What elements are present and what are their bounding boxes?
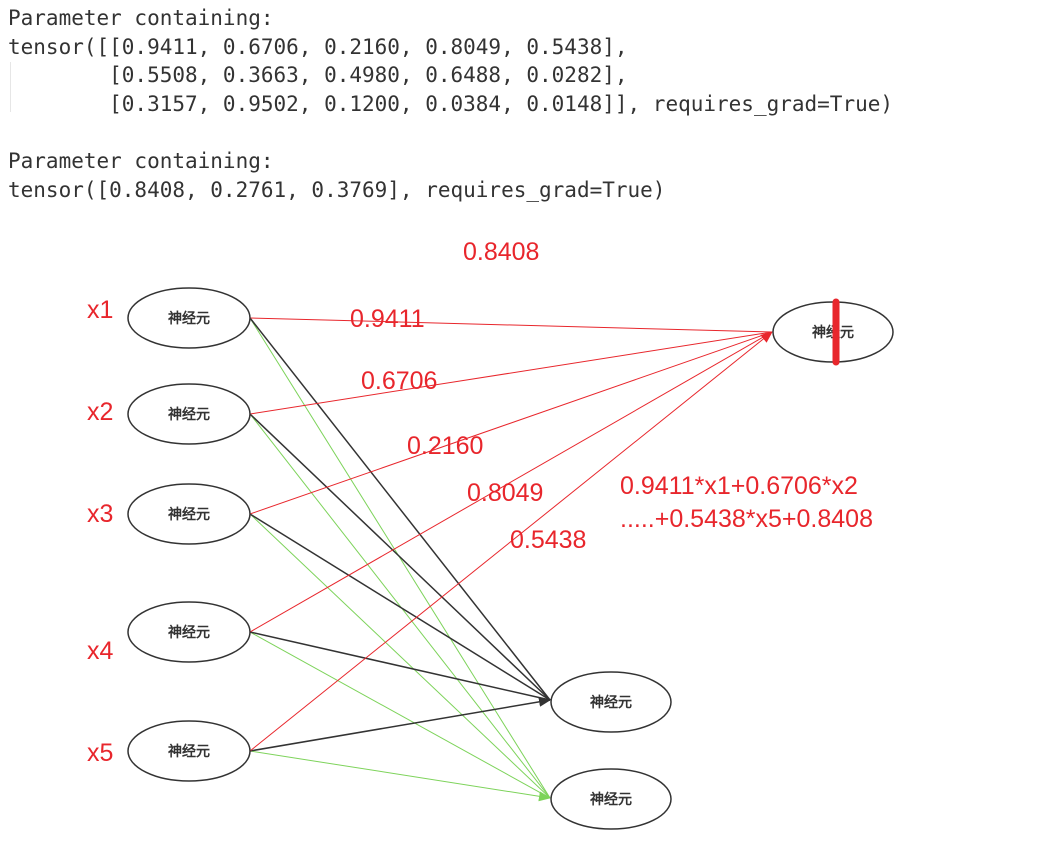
- input-label-x3: x3: [87, 500, 113, 528]
- weight-tensor-output: Parameter containing: tensor([[0.9411, 0…: [8, 6, 894, 116]
- formula-line-1: 0.9411*x1+0.6706*x2: [620, 472, 858, 500]
- edge-x5-to-output-3: [249, 750, 551, 802]
- edge-x4-to-output-1: [249, 331, 773, 633]
- input-label-x4: x4: [87, 637, 114, 665]
- code-gutter-mark: [10, 62, 11, 112]
- formula-line-2: .....+0.5438*x5+0.8408: [620, 505, 873, 533]
- edge-x4-to-output-3: [249, 631, 551, 799]
- input-neuron-x2: 神经元: [127, 383, 251, 445]
- edge-x5-to-output-2: [249, 696, 551, 752]
- neuron-label: 神经元: [590, 791, 632, 808]
- connections-to-output-1: [249, 317, 773, 752]
- neuron-label: 神经元: [168, 624, 210, 641]
- neuron-label: 神经元: [168, 506, 210, 523]
- input-label-x2: x2: [87, 398, 113, 426]
- edge-x3-to-output-1: [249, 331, 773, 515]
- weight-label-2: 0.6706: [361, 367, 437, 395]
- edge-x3-to-output-2: [249, 513, 551, 701]
- neuron-label: 神经元: [168, 310, 210, 327]
- connections-to-output-2: [249, 317, 551, 752]
- weight-label-5: 0.5438: [510, 526, 586, 554]
- input-neuron-x3: 神经元: [127, 483, 251, 545]
- edge-x4-to-output-2: [249, 631, 551, 701]
- edge-x1-to-output-1: [249, 317, 773, 333]
- weight-label-3: 0.2160: [407, 432, 483, 460]
- input-label-x5: x5: [87, 739, 113, 767]
- neuron-label: 神经元: [168, 743, 210, 760]
- edge-x5-to-output-1: [249, 331, 773, 752]
- neuron-label: 神经元: [168, 406, 210, 423]
- output-neuron-2: 神经元: [550, 671, 672, 733]
- input-label-x1: x1: [87, 296, 113, 324]
- input-neuron-x5: 神经元: [127, 720, 251, 782]
- output-neuron-1: 神经元: [772, 298, 894, 366]
- input-neuron-x4: 神经元: [127, 601, 251, 663]
- edge-x2-to-output-1: [249, 331, 773, 415]
- edge-x2-to-output-2: [249, 413, 551, 701]
- edge-x3-to-output-3: [249, 513, 551, 799]
- bias-tensor-output: Parameter containing: tensor([0.8408, 0.…: [8, 149, 666, 202]
- weight-label-1: 0.9411: [350, 305, 425, 333]
- edge-x2-to-output-3: [249, 413, 551, 799]
- weight-label-4: 0.8049: [467, 479, 543, 507]
- edge-x1-to-output-2: [249, 317, 551, 701]
- input-neuron-x1: 神经元: [127, 287, 251, 349]
- neuron-label: 神经元: [590, 694, 632, 711]
- bias-label: 0.8408: [463, 238, 539, 266]
- output-neuron-3: 神经元: [550, 768, 672, 830]
